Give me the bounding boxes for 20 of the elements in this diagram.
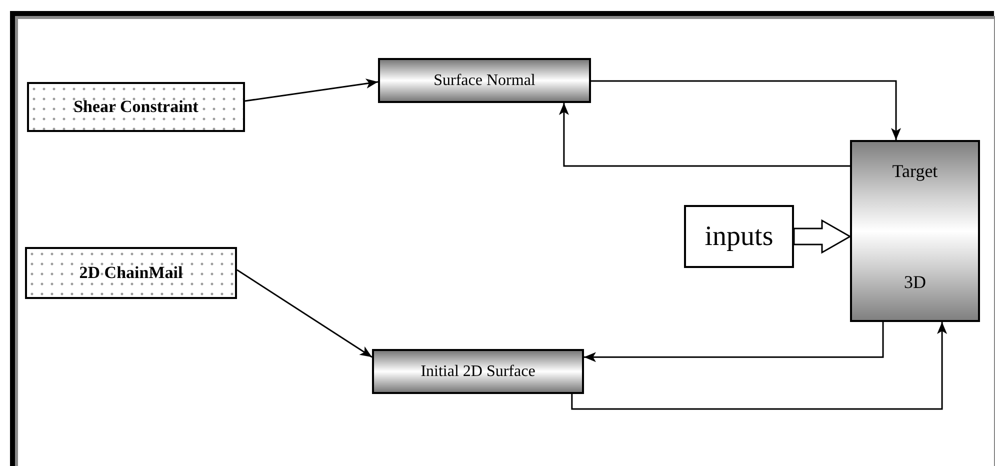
- node-label: Initial 2D Surface: [420, 362, 536, 382]
- arrow: [236, 269, 372, 358]
- node-label: Surface Normal: [434, 70, 536, 90]
- target-block: [850, 140, 980, 322]
- process-box: [378, 58, 591, 103]
- arrow: [244, 78, 378, 102]
- arrow: [571, 322, 948, 410]
- arrow: [558, 103, 850, 167]
- block-arrow: [793, 219, 852, 254]
- arrow: [584, 322, 884, 362]
- node-label: Target: [892, 160, 938, 183]
- input-box: [684, 205, 794, 268]
- node-label: Shear Constraint: [74, 96, 198, 118]
- arrow: [591, 80, 902, 140]
- node-label: inputs: [704, 220, 774, 254]
- stippled-box: [25, 247, 237, 299]
- stippled-box: [27, 82, 245, 132]
- process-box: [372, 349, 584, 394]
- node-label: 3D: [904, 271, 926, 294]
- node-label: 2D ChainMail: [79, 262, 183, 284]
